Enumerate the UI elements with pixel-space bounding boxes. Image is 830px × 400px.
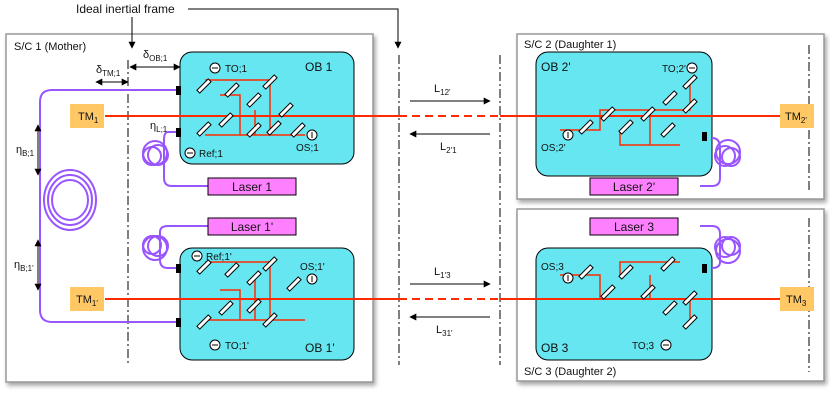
tm3-label: TM3 (786, 294, 807, 308)
eta-b1-label: ηB;1 (16, 144, 35, 158)
port-to2p: TO;2' (662, 64, 686, 75)
laser-3-label: Laser 3 (614, 220, 654, 234)
port-to1: TO;1 (225, 64, 247, 75)
tm1p-label: TM1' (76, 294, 98, 308)
ob1p-label: OB 1' (305, 341, 335, 355)
port-to1p: TO;1' (225, 341, 249, 352)
delta-tm-label: δTM;1 (96, 64, 121, 78)
port-os2p: OS;2' (541, 143, 566, 154)
photodiode-marks (187, 67, 695, 346)
port-os1p: OS;1' (300, 262, 325, 273)
laser-1-box (207, 177, 297, 196)
tm1-box (70, 104, 104, 128)
port-to3: TO;3 (632, 341, 654, 352)
tm3-box (780, 287, 814, 311)
delta-ob-label: δOB;1 (143, 49, 168, 63)
tm1p-box (70, 287, 104, 311)
laser-1p-box (207, 217, 297, 236)
mirrors (196, 74, 698, 330)
ob1-label: OB 1 (305, 60, 333, 74)
ob2p-label: OB 2' (541, 60, 571, 74)
laser-2p-label: Laser 2' (613, 180, 655, 194)
tm2p-box (780, 104, 814, 128)
frame-arrow-right (188, 8, 402, 49)
ob3-label: OB 3 (541, 341, 569, 355)
sc1-label: S/C 1 (Mother) (14, 41, 86, 53)
port-os1: OS;1 (296, 143, 319, 154)
tm2p-label: TM2' (785, 111, 807, 125)
frame-label: Ideal inertial frame (76, 2, 175, 16)
sc2-label: S/C 2 (Daughter 1) (524, 39, 616, 51)
port-ref1p: Ref;1' (206, 252, 232, 263)
link-l21-label: L2'1 (440, 141, 457, 155)
laser-2p-box (589, 177, 679, 196)
link-l12-label: L12' (434, 83, 451, 97)
laser-1p-label: Laser 1' (231, 220, 273, 234)
laser-1-label: Laser 1 (232, 180, 272, 194)
link-l13-label: L1'3 (434, 266, 451, 280)
fiber-connectors (176, 86, 707, 327)
eta-l1-label: ηL;1 (150, 120, 168, 134)
gap-beams (399, 115, 500, 300)
fibers (39, 89, 741, 323)
laser-3-box (589, 217, 679, 236)
tm1-label: TM1 (78, 111, 99, 125)
link-l31-label: L31' (436, 324, 453, 338)
eta-b1p-label: ηB;1' (14, 259, 34, 273)
port-ref1: Ref;1 (199, 149, 223, 160)
sc3-label: S/C 3 (Daughter 2) (524, 366, 616, 378)
port-os3: OS;3 (541, 262, 564, 273)
